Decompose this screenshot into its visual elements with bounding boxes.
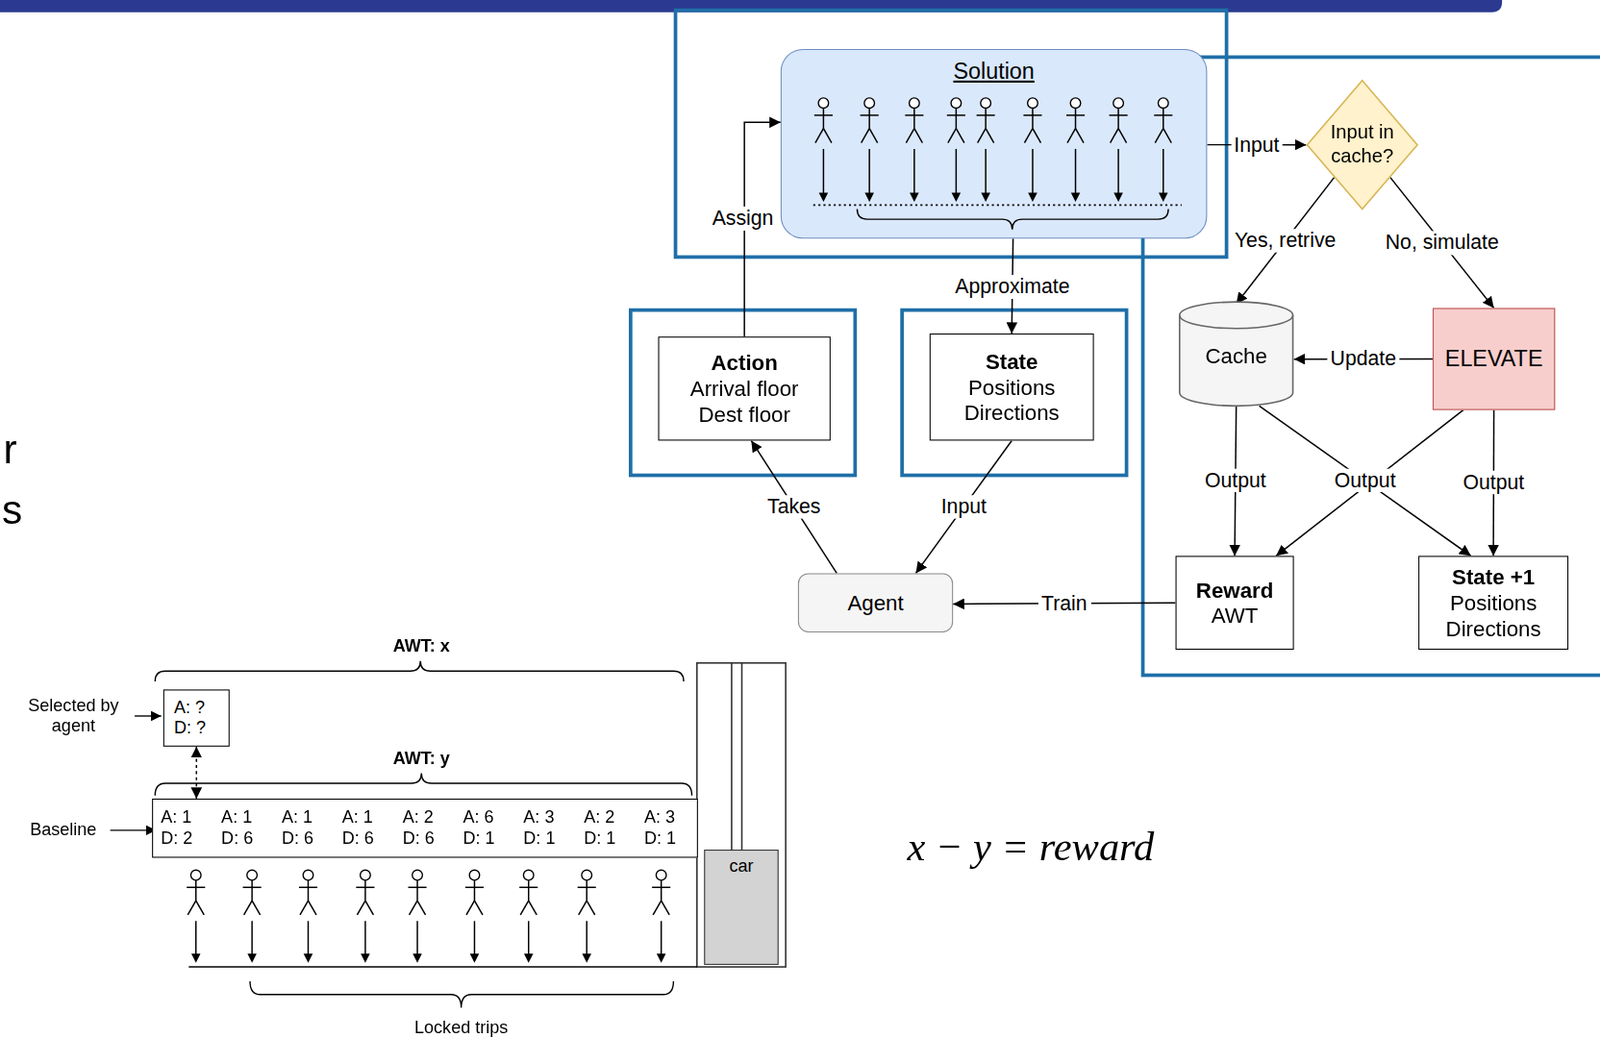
selected-label: Selected by agent [16,696,131,736]
node-text: car [728,856,753,878]
agent-box: Agent [798,573,953,633]
connector-label: Output [1459,471,1527,495]
trip-cell: A: 2 D: 6 [402,808,449,849]
awt-brace [154,661,684,682]
locked-trips-label: Locked trips [414,1018,508,1038]
elevator-shaft [697,663,786,968]
connector-label: Yes, retrive [1231,228,1340,252]
node-content: A: ? D: ? [174,698,220,738]
node-content: Input in cache? [1320,122,1404,169]
passenger-figures [186,870,671,964]
simulator-box: ELEVATE [1432,307,1555,410]
selected-trip-box: A: ? D: ? [163,689,230,747]
node-heading: Reward [1189,576,1279,603]
cache-cylinder: Cache [1178,301,1295,406]
highlight-frame [630,310,855,476]
solution-panel: Solution [780,49,1208,239]
node-heading: State [979,349,1045,375]
node-text: Arrival floor Dest floor [659,375,830,427]
flow-connector [1275,410,1464,557]
connector-label: Takes [764,495,825,519]
connector-label: Input [1230,132,1283,156]
node-content: car [728,856,753,878]
trip-cell: A: 3 D: 1 [523,808,569,849]
trip-cell: A: 1 D: 6 [221,808,267,849]
elevator-cable [730,663,733,850]
awt-brace [154,773,692,796]
trip-cell: A: 6 D: 1 [462,808,508,849]
connector-label: No, simulate [1382,230,1502,254]
flow-connector [1011,238,1013,334]
flow-connector [952,602,1175,604]
node-text: AWT [1204,602,1264,629]
node-text: Agent [847,590,903,617]
connector-label: Train [1038,592,1091,616]
node-content: Solution [952,57,1034,85]
node-content: Cache [1204,343,1267,370]
node-text: Cache [1204,343,1267,370]
baseline-trips-box: A: 1 D: 2 A: 1 D: 6 A: 1 D: 6 A: 1 D: 6 A: 2… [151,799,699,859]
flow-connector [1492,410,1495,557]
trip-cell: A: 1 D: 2 [160,808,206,849]
node-text: Positions Directions [1419,590,1568,642]
locked-trips-brace [250,981,674,1009]
flow-connector [1206,144,1306,147]
node-content: A: 1 D: 2 A: 1 D: 6 A: 1 D: 6 A: 1 D: 6 A: 2… [152,808,698,849]
node-heading: Action [704,350,784,376]
trip-cell: A: ? D: ? [174,698,220,738]
trip-cell: A: 1 D: 6 [342,808,388,849]
flow-connector [1236,177,1335,305]
node-content: ActionArrival floor Dest floor [659,350,830,427]
node-content: RewardAWT [1189,576,1279,628]
connector-label: Output [1201,469,1270,493]
highlight-frame [1143,56,1600,675]
reward-equation: x − y = reward [906,823,1154,871]
connector-label: Update [1326,347,1400,371]
flow-connector [1294,358,1433,361]
action-box: ActionArrival floor Dest floor [657,336,830,441]
connector-label: Input [938,495,991,519]
trip-cell: A: 3 D: 1 [644,808,690,849]
elevator-cable [741,663,744,850]
floor-line [188,966,697,969]
node-heading: State +1 [1446,564,1542,591]
flow-connector [196,747,198,800]
highlight-frame [675,10,1227,258]
flow-connector [744,122,781,337]
connector-label: Assign [709,206,777,230]
elevator-car: car [703,850,778,966]
highlight-frame [901,310,1126,476]
node-text: Input in cache? [1320,122,1404,169]
flow-connector [915,440,1012,574]
awt-label: AWT: y [393,749,450,770]
flow-connector [1234,405,1237,556]
connector-label: Output [1331,469,1400,493]
trip-cell: A: 2 D: 1 [583,808,629,849]
next-state-box: State +1Positions Directions [1418,555,1569,650]
node-outline [1305,79,1419,211]
node-text: ELEVATE [1445,346,1544,374]
node-text: Solution [952,57,1034,85]
node-content: State +1Positions Directions [1419,564,1568,642]
reward-box: RewardAWT [1175,555,1295,650]
cut-text: s [1,486,23,534]
node-content: ELEVATE [1445,346,1544,374]
node-text: Positions Directions [930,374,1094,425]
leader-arrow [110,829,157,831]
leader-arrow [134,715,162,717]
state-box: StatePositions Directions [929,333,1095,441]
connector-label: Approximate [951,274,1074,298]
cut-text: r [3,425,18,474]
flow-connector [750,440,837,574]
flow-connector [1390,177,1495,309]
awt-label: AWT: x [393,636,450,657]
node-content: Agent [847,590,903,617]
node-content: StatePositions Directions [930,349,1094,426]
decision-diamond: Input in cache? [1305,79,1419,211]
flow-connector [1259,405,1472,556]
trip-cell: A: 1 D: 6 [281,808,327,849]
baseline-label: Baseline [29,820,97,841]
